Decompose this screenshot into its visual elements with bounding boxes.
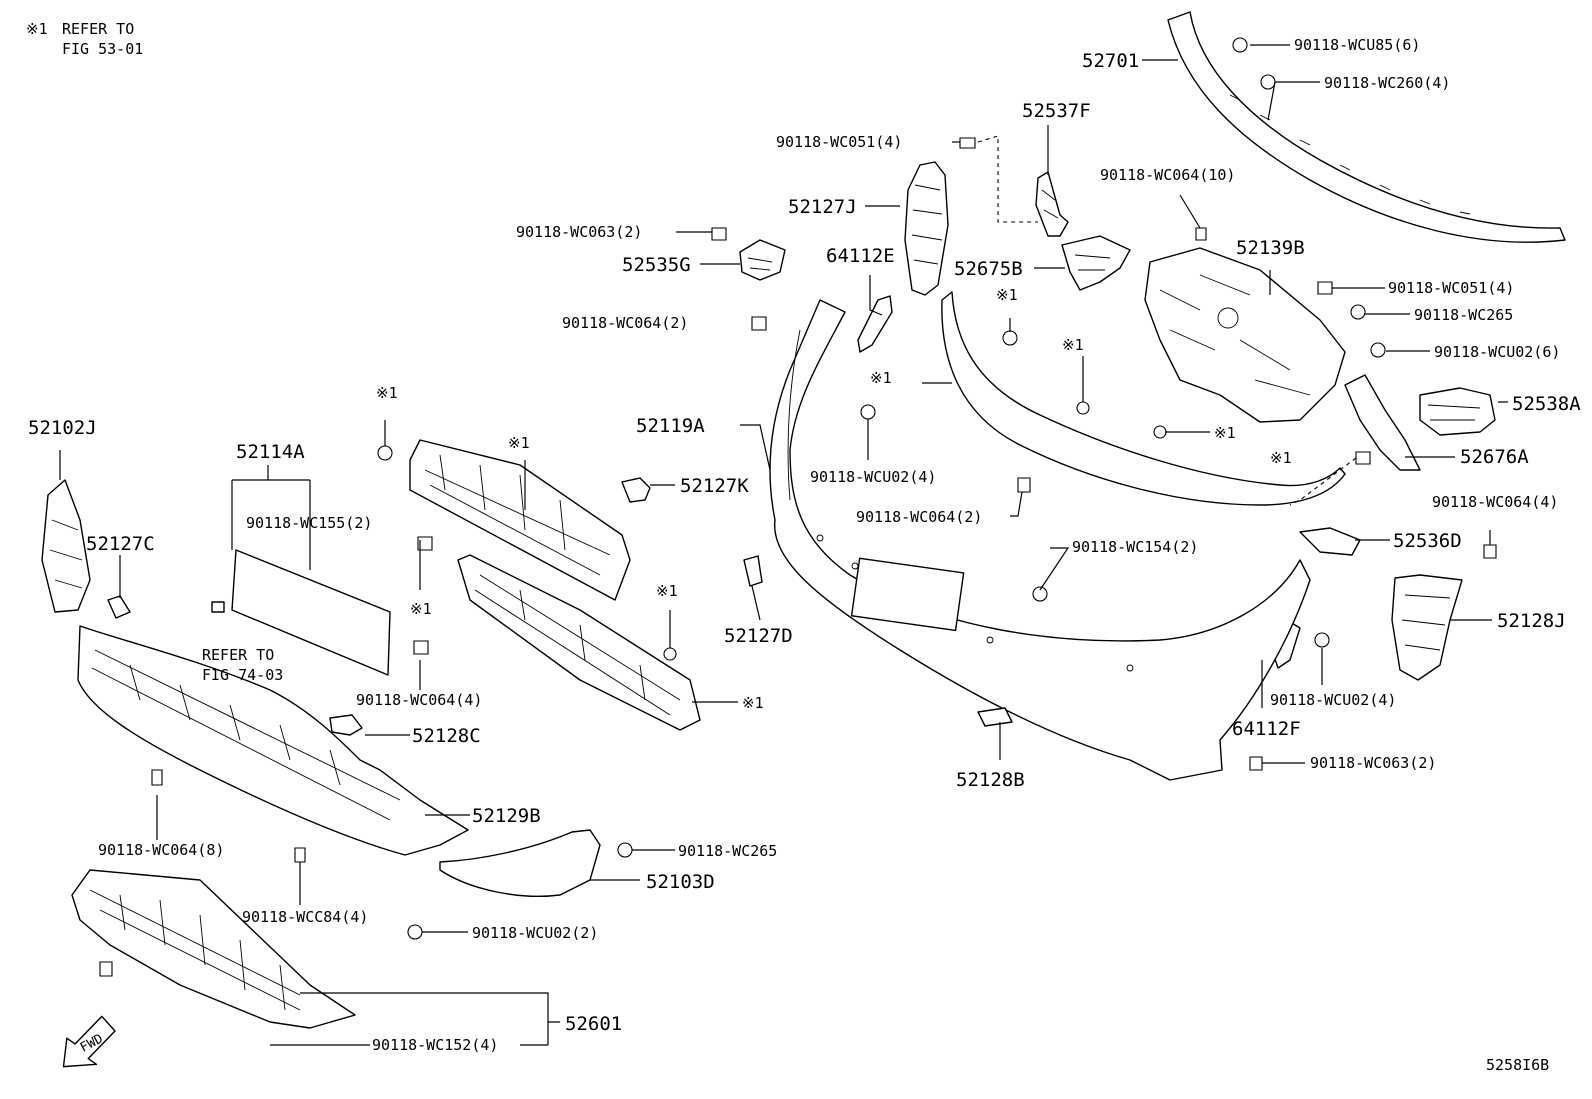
header-note-marker: ※1 bbox=[26, 20, 48, 38]
label-90118-WC064-8[interactable]: 90118-WC064(8) bbox=[98, 841, 224, 859]
part-52102J-shape[interactable] bbox=[41, 479, 91, 613]
diagram-id: 5258I6B bbox=[1486, 1056, 1549, 1074]
label-52535G[interactable]: 52535G bbox=[622, 254, 691, 276]
label-90118-WC063-2-top[interactable]: 90118-WC063(2) bbox=[516, 223, 642, 241]
part-52675B-shape[interactable] bbox=[1061, 235, 1131, 291]
marker-grille-bolt: ※1 bbox=[376, 384, 398, 402]
label-52701[interactable]: 52701 bbox=[1082, 50, 1139, 72]
label-52103D[interactable]: 52103D bbox=[646, 871, 715, 893]
part-52601-shape[interactable] bbox=[71, 869, 356, 1029]
label-52128J[interactable]: 52128J bbox=[1497, 610, 1566, 632]
marker-grille-fastener: ※1 bbox=[410, 600, 432, 618]
part-lower-grille-carrier-shape[interactable] bbox=[457, 554, 701, 731]
label-52128C[interactable]: 52128C bbox=[412, 725, 481, 747]
leader-lines bbox=[59, 44, 1508, 1046]
part-52538A-shape[interactable] bbox=[1419, 387, 1496, 436]
label-90118-WCU02-2[interactable]: 90118-WCU02(2) bbox=[472, 924, 598, 942]
part-52536D-shape[interactable] bbox=[1299, 527, 1361, 556]
part-52127C-shape[interactable] bbox=[107, 595, 131, 619]
header-note-line1: REFER TO bbox=[62, 20, 134, 38]
label-52139B[interactable]: 52139B bbox=[1236, 237, 1305, 259]
label-90118-WC064-10[interactable]: 90118-WC064(10) bbox=[1100, 166, 1235, 184]
label-90118-WCU02-4-mid[interactable]: 90118-WCU02(4) bbox=[810, 468, 936, 486]
label-52114A[interactable]: 52114A bbox=[236, 441, 305, 463]
part-52128J-shape[interactable] bbox=[1391, 574, 1463, 681]
label-90118-WC154-2[interactable]: 90118-WC154(2) bbox=[1072, 538, 1198, 556]
part-52676A-shape[interactable] bbox=[1344, 374, 1421, 471]
refer-note: REFER TO FIG 74-03 bbox=[202, 646, 283, 684]
marker-right-screw: ※1 bbox=[1270, 449, 1292, 467]
header-note-line2: FIG 53-01 bbox=[62, 40, 143, 58]
part-52127J-shape[interactable] bbox=[904, 161, 949, 296]
part-52535G-shape[interactable] bbox=[739, 239, 786, 281]
label-90118-WC155-2[interactable]: 90118-WC155(2) bbox=[246, 514, 372, 532]
label-90118-WC265-bottom[interactable]: 90118-WC265 bbox=[678, 842, 777, 860]
label-52538A[interactable]: 52538A bbox=[1512, 393, 1581, 415]
marker-upper-clip: ※1 bbox=[996, 286, 1018, 304]
part-52128C-shape[interactable] bbox=[329, 714, 363, 736]
note-markers: ※1 ※1 ※1 ※1 ※1 ※1 ※1 ※1 ※1 ※1 bbox=[376, 286, 1292, 712]
label-52675B[interactable]: 52675B bbox=[954, 258, 1023, 280]
part-52139B-shape[interactable] bbox=[1144, 247, 1346, 423]
part-labels: 52701 52537F 52127J 52535G 64112E 52675B… bbox=[28, 50, 1581, 1035]
label-52127K[interactable]: 52127K bbox=[680, 475, 749, 497]
label-90118-WC051-4-top[interactable]: 90118-WC051(4) bbox=[776, 133, 902, 151]
label-52601[interactable]: 52601 bbox=[565, 1013, 622, 1035]
label-52127D[interactable]: 52127D bbox=[724, 625, 793, 647]
label-90118-WC063-2-bottom[interactable]: 90118-WC063(2) bbox=[1310, 754, 1436, 772]
label-90118-WC265-right[interactable]: 90118-WC265 bbox=[1414, 306, 1513, 324]
part-52129B-shape[interactable] bbox=[77, 625, 469, 856]
label-90118-WC260-4[interactable]: 90118-WC260(4) bbox=[1324, 74, 1450, 92]
header-note: ※1 REFER TO FIG 53-01 bbox=[26, 20, 143, 58]
label-52128B[interactable]: 52128B bbox=[956, 769, 1025, 791]
label-52129B[interactable]: 52129B bbox=[472, 805, 541, 827]
label-64112F[interactable]: 64112F bbox=[1232, 718, 1301, 740]
marker-grille-frame: ※1 bbox=[508, 434, 530, 452]
fwd-arrow: FWD bbox=[62, 1015, 116, 1068]
part-52127D-shape[interactable] bbox=[743, 555, 763, 587]
part-52701-shape[interactable] bbox=[1167, 11, 1566, 243]
label-90118-WC051-4-right[interactable]: 90118-WC051(4) bbox=[1388, 279, 1514, 297]
label-90118-WC152-4[interactable]: 90118-WC152(4) bbox=[372, 1036, 498, 1054]
label-90118-WCU02-6[interactable]: 90118-WCU02(6) bbox=[1434, 343, 1560, 361]
label-90118-WC064-4-right[interactable]: 90118-WC064(4) bbox=[1432, 493, 1558, 511]
label-90118-WCU85-6[interactable]: 90118-WCU85(6) bbox=[1294, 36, 1420, 54]
label-52127C[interactable]: 52127C bbox=[86, 533, 155, 555]
part-52127K-shape[interactable] bbox=[621, 477, 651, 503]
part-64112E-shape[interactable] bbox=[857, 295, 893, 353]
label-52537F[interactable]: 52537F bbox=[1022, 100, 1091, 122]
label-90118-WC064-2-mid[interactable]: 90118-WC064(2) bbox=[856, 508, 982, 526]
marker-carrier-nut: ※1 bbox=[656, 582, 678, 600]
fastener-labels: 90118-WCU85(6) 90118-WC260(4) 90118-WC05… bbox=[98, 36, 1560, 1054]
label-90118-WCC84-4[interactable]: 90118-WCC84(4) bbox=[242, 908, 368, 926]
part-52537F-shape[interactable] bbox=[1035, 171, 1069, 237]
refer-note-line1[interactable]: REFER TO bbox=[202, 646, 274, 664]
label-52536D[interactable]: 52536D bbox=[1393, 530, 1462, 552]
part-52103D-shape[interactable] bbox=[439, 829, 601, 897]
marker-carrier: ※1 bbox=[742, 694, 764, 712]
part-52114A-shape[interactable] bbox=[231, 549, 391, 676]
part-upper-grille-shape[interactable] bbox=[409, 439, 631, 601]
part-52128B-shape[interactable] bbox=[977, 707, 1013, 727]
marker-right-clip: ※1 bbox=[1214, 424, 1236, 442]
label-90118-WCU02-4-right[interactable]: 90118-WCU02(4) bbox=[1270, 691, 1396, 709]
marker-upper-strip: ※1 bbox=[870, 369, 892, 387]
label-52676A[interactable]: 52676A bbox=[1460, 446, 1529, 468]
label-90118-WC064-4-left[interactable]: 90118-WC064(4) bbox=[356, 691, 482, 709]
label-52119A[interactable]: 52119A bbox=[636, 415, 705, 437]
part-52119A-shape[interactable] bbox=[769, 299, 1311, 781]
refer-note-clip-shape bbox=[211, 601, 225, 613]
marker-center-clip: ※1 bbox=[1062, 336, 1084, 354]
label-90118-WC064-2-left[interactable]: 90118-WC064(2) bbox=[562, 314, 688, 332]
label-52102J[interactable]: 52102J bbox=[28, 417, 97, 439]
fastener-glyphs bbox=[99, 37, 1497, 977]
label-52127J[interactable]: 52127J bbox=[788, 196, 857, 218]
refer-note-line2[interactable]: FIG 74-03 bbox=[202, 666, 283, 684]
part-upper-cover-strip-shape[interactable] bbox=[941, 291, 1346, 506]
label-64112E[interactable]: 64112E bbox=[826, 245, 895, 267]
